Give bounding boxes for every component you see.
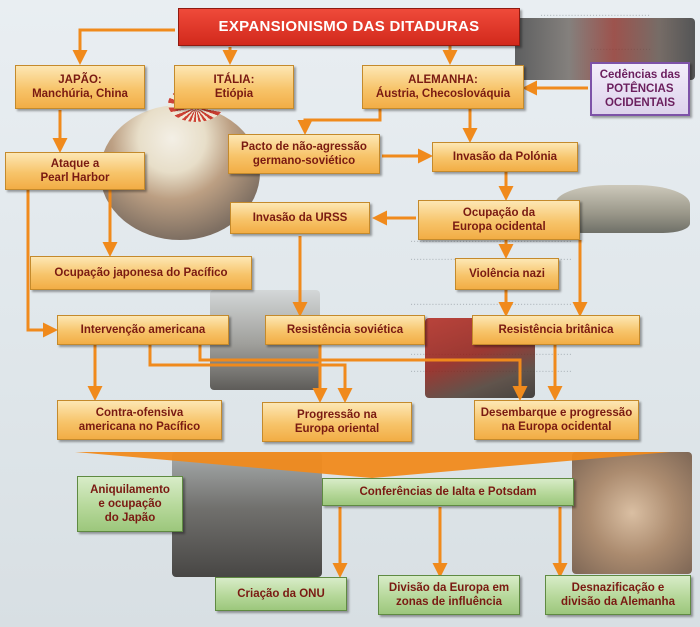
invasao-urss-box: Invasão da URSS	[230, 202, 370, 234]
contra-ofensiva-box: Contra-ofensiva americana no Pacífico	[57, 400, 222, 440]
violencia-nazi-box: Violência nazi	[455, 258, 559, 290]
conferencias-box: Conferências de Ialta e Potsdam	[322, 478, 574, 506]
onu-box: Criação da ONU	[215, 577, 347, 611]
diagram-title: EXPANSIONISMO DAS DITADURAS	[178, 8, 520, 46]
resistencia-britanica-box: Resistência britânica	[472, 315, 640, 345]
italia-box: ITÁLIA: Etiópia	[174, 65, 294, 109]
desembarque-box: Desembarque e progressão na Europa ocide…	[474, 400, 639, 440]
japao-box: JAPÃO: Manchúria, China	[15, 65, 145, 109]
intervencao-americana-box: Intervenção americana	[57, 315, 229, 345]
resistencia-sovietica-box: Resistência soviética	[265, 315, 425, 345]
alemanha-box: ALEMANHA: Áustria, Checoslováquia	[362, 65, 524, 109]
pearl-harbor-box: Ataque a Pearl Harbor	[5, 152, 145, 190]
broken-swastika-illustration	[572, 452, 692, 574]
divisao-europa-box: Divisão da Europa em zonas de influência	[378, 575, 520, 615]
progressao-oriental-box: Progressão na Europa oriental	[262, 402, 412, 442]
cedencias-box: Cedências das POTÊNCIAS OCIDENTAIS	[590, 62, 690, 116]
invasao-polonia-box: Invasão da Polónia	[432, 142, 578, 172]
ocupacao-europa-box: Ocupação da Europa ocidental	[418, 200, 580, 240]
pacto-box: Pacto de não-agressão germano-soviético	[228, 134, 380, 174]
background-text: ....................................	[540, 7, 651, 19]
aniquilamento-box: Aniquilamento e ocupação do Japão	[77, 476, 183, 532]
yalta-conference-photo	[172, 452, 322, 577]
background-text: ........................................…	[410, 296, 572, 308]
ocupacao-japonesa-box: Ocupação japonesa do Pacífico	[30, 256, 252, 290]
desnazificacao-box: Desnazificação e divisão da Alemanha	[545, 575, 691, 615]
